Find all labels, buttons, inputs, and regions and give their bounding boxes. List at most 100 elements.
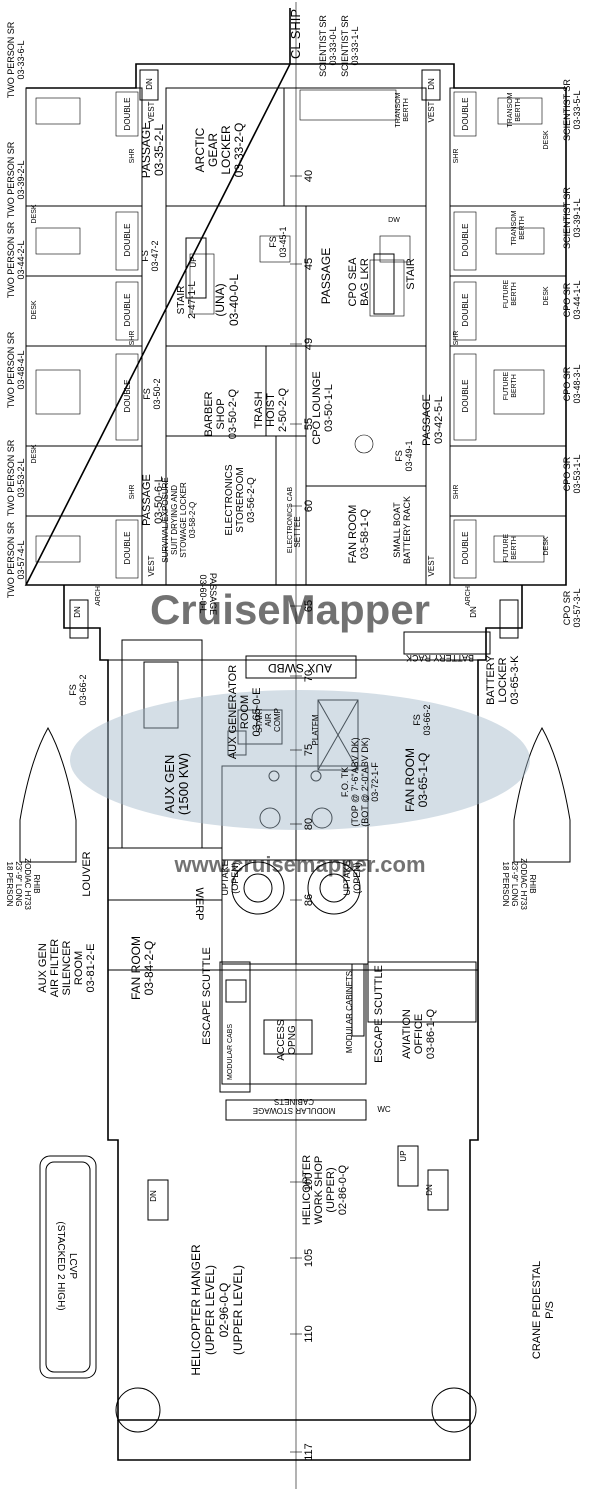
room-uptake-left-line: UPTAKE	[220, 860, 230, 895]
room-access-opng-line: ACCESS	[276, 1019, 287, 1060]
double-label-r0: DOUBLE	[461, 98, 470, 131]
shr-label-3: SHR	[453, 149, 460, 164]
room-survival-line: STOWAGE LOCKER	[179, 482, 188, 558]
vest-label-2-line: VEST	[427, 101, 436, 122]
room-fo-tank-line: 03-72-1-F	[370, 762, 380, 802]
room-fan-84-line: FAN ROOM	[129, 936, 143, 1000]
double-label-r3: DOUBLE	[461, 380, 470, 413]
watermark: CruiseMapper www.cruisemapper.com	[70, 586, 530, 877]
transom-label-2-line: BERTH	[519, 216, 526, 240]
desk-label-0-line: DESK	[31, 204, 38, 223]
room-passage-center: PASSAGE	[319, 248, 333, 304]
room-passage-60-line: PASSAGE	[208, 573, 218, 615]
cabin-top-1-code: 03-33-1-L	[350, 26, 360, 65]
room-aux-gen: AUX GEN(1500 KW)	[162, 753, 191, 815]
double-label-r4-line: DOUBLE	[461, 532, 470, 565]
room-battery-rack-line: BATTERY RACK	[406, 653, 474, 663]
double-label-r3-line: DOUBLE	[461, 380, 470, 413]
dn-label-3-line: DN	[427, 78, 436, 90]
cabin-left-5-label: TWO PERSON SR	[6, 521, 16, 598]
cabin-top-1-code-line: 03-33-1-L	[350, 26, 360, 65]
centerline-label: CL SHIP	[288, 9, 303, 59]
cabin-left-2-label-line: TWO PERSON SR	[6, 221, 16, 298]
arch-label-1: ARCH	[465, 586, 472, 606]
shr-label-4: SHR	[453, 331, 460, 346]
double-label-3-line: DOUBLE	[123, 380, 132, 413]
double-label-r1: DOUBLE	[461, 224, 470, 257]
room-passage-42-line: 03-42-5-L	[433, 396, 445, 444]
room-modular-stowage-line: MODULAR STOWAGE	[253, 1106, 336, 1115]
cabin-right-1-label-line: SCIENTIST SR	[562, 187, 572, 249]
watermark-url: www.cruisemapper.com	[173, 852, 425, 877]
room-crane-line: CRANE PEDESTAL	[531, 1261, 543, 1359]
room-escape-left: ESCAPE SCUTTLE	[201, 947, 213, 1045]
vest-label-2: VEST	[427, 101, 436, 122]
cabin-right-0-label: SCIENTIST SR	[562, 79, 572, 141]
room-passage-35-line: PASSAGE	[139, 122, 153, 178]
transom-label-0-line: TRANSOM	[395, 92, 402, 127]
room-aux-gen-room-line: AUX GENERATOR	[227, 665, 239, 759]
cabin-left-5-label-line: TWO PERSON SR	[6, 521, 16, 598]
dw-label: DW	[388, 217, 400, 224]
room-werp-line: WERP	[193, 888, 205, 921]
double-label-r4: DOUBLE	[461, 532, 470, 565]
future-label-1-line: FUTURE	[503, 371, 510, 400]
room-trash-line: HOIST	[265, 393, 277, 427]
dn-label-2-line: DN	[145, 78, 154, 90]
room-fo-tank: F.O. TK(TOP @ 7'-6"ABV DK)(BOT @ 2'-0"AB…	[340, 737, 380, 826]
room-settee: SETTEE	[293, 516, 302, 547]
room-fan-65-line: 03-65-1-Q	[416, 753, 430, 808]
room-louver-line: LOUVER	[81, 851, 93, 896]
room-aux-gen-room-line: 03-65-0-E	[251, 688, 263, 737]
room-heli-workshop-line: (UPPER)	[325, 1167, 337, 1212]
frame-number: 100	[303, 1173, 315, 1191]
cabin-furniture	[35, 89, 545, 579]
rhib-left-line: RHIB	[32, 874, 41, 893]
room-modular-stowage-line: CABINETS	[274, 1097, 314, 1106]
room-fs-47-line: 03-47-2	[150, 240, 160, 271]
cabin-top-1-label: SCIENTIST SR	[340, 15, 350, 77]
room-start-air-line: AIR	[264, 713, 273, 727]
frame-number: 55	[303, 418, 315, 430]
shr-label-4-line: SHR	[453, 331, 460, 346]
transom-label-2-line: TRANSOM	[511, 210, 518, 245]
shr-label-1-line: SHR	[129, 331, 136, 346]
room-aux-swbd: AUX SWBD	[268, 661, 332, 675]
transom-label-0-line: BERTH	[403, 98, 410, 122]
wc-label: WC	[377, 1105, 391, 1114]
room-aux-gen-line: (1500 KW)	[176, 753, 191, 815]
room-cpo-sea-bag-line: BAG LKR	[359, 258, 371, 306]
future-label-0-line: FUTURE	[503, 279, 510, 308]
boats	[19, 726, 571, 1433]
room-una-line: 03-40-0-L	[227, 274, 241, 326]
dn-label-5: DN	[425, 1184, 434, 1196]
shr-label-2: SHR	[129, 485, 136, 500]
room-stair-left-line: 2-47-1-L	[187, 281, 198, 319]
room-fo-tank-line: (BOT @ 2'-0"ABV DK)	[360, 737, 370, 826]
future-label-2-line: FUTURE	[503, 533, 510, 562]
room-barber-line: BARBER	[203, 391, 215, 436]
room-fs-50-line: FS	[142, 388, 152, 400]
cabin-right-4-label: CPO SR	[562, 456, 572, 491]
frame-number: 80	[303, 818, 315, 830]
room-lcvp: LCVP(STACKED 2 HIGH)	[55, 1221, 78, 1310]
room-fs-50-line: 03-50-2	[152, 378, 162, 409]
desk-label-0: DESK	[31, 204, 38, 223]
cabin-left-0-label-line: TWO PERSON SR	[6, 21, 16, 98]
cabin-right-1-code: 03-39-1-L	[572, 198, 582, 237]
room-lcvp-line: LCVP	[67, 1253, 78, 1279]
dn-label-0-line: DN	[73, 606, 82, 618]
room-passage-35-line: 03-35-2-L	[152, 124, 166, 176]
room-modular-cabs: MODULAR CABS	[227, 1024, 234, 1080]
